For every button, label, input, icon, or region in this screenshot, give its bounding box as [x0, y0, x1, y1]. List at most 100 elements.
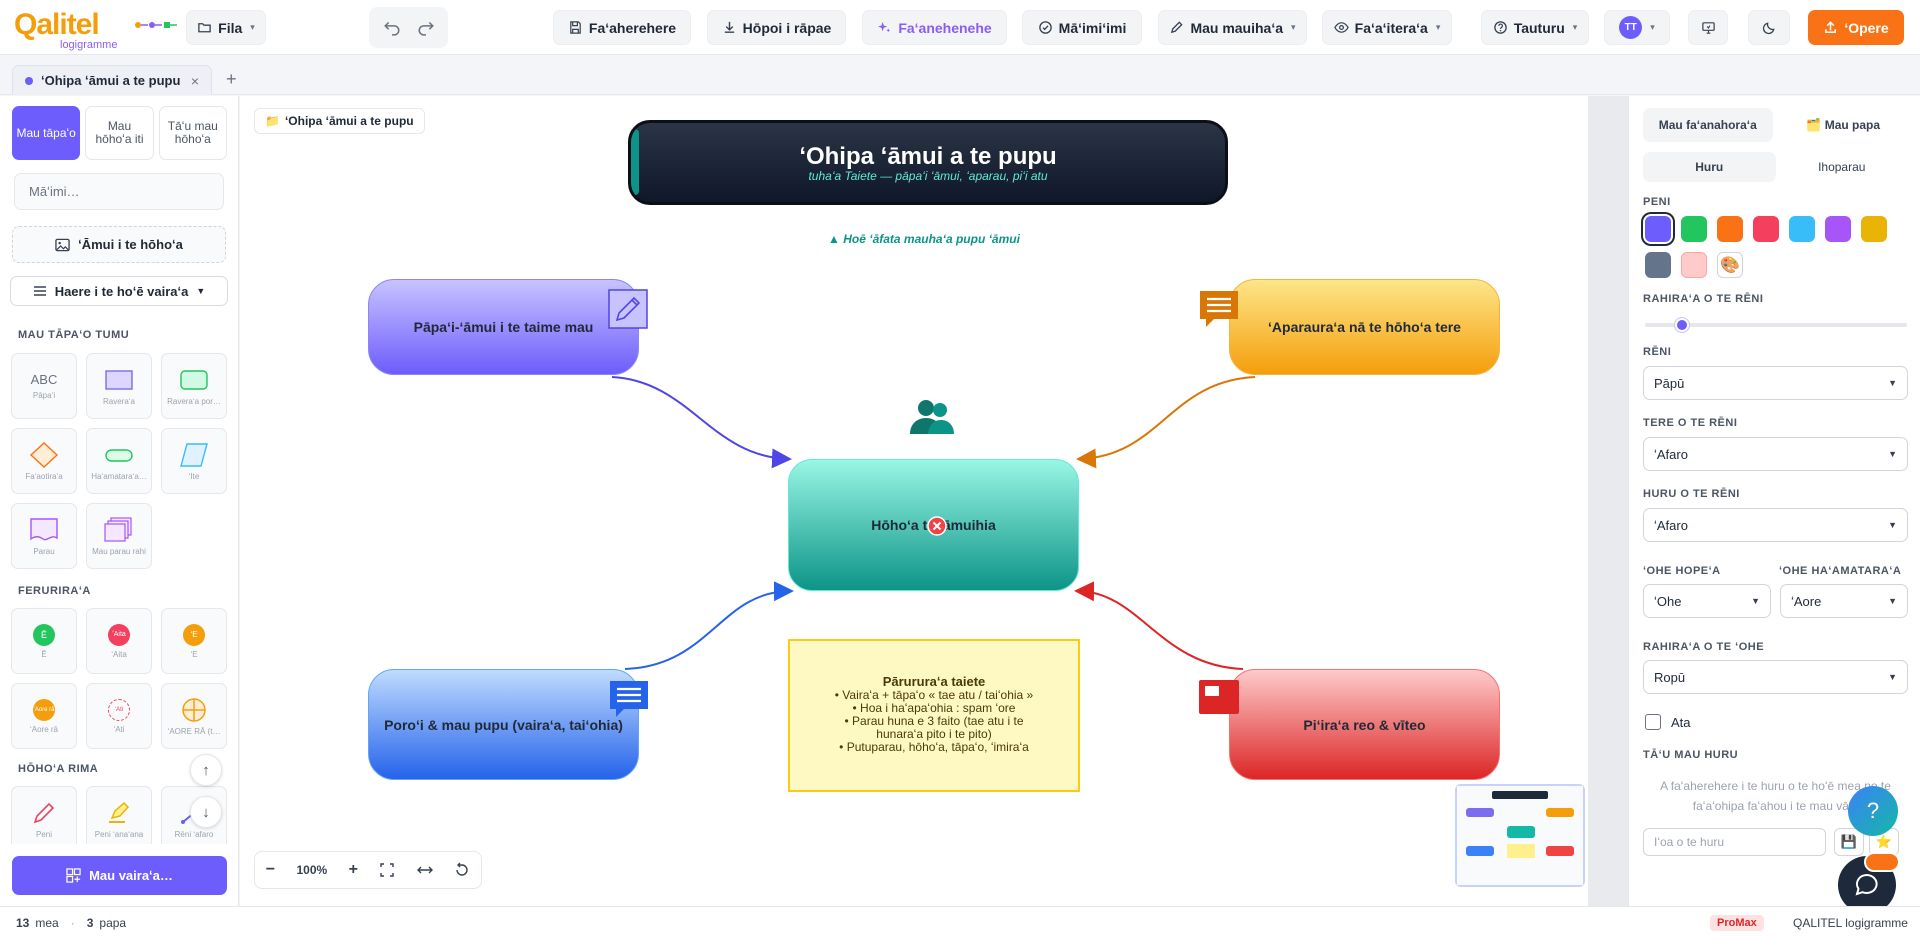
end-arrow-select[interactable]: ʻOhe▼: [1643, 584, 1771, 618]
tab-symbols[interactable]: Mau tāpaʻo: [12, 106, 81, 160]
ai-generate-button[interactable]: Faʻanehenehe: [862, 10, 1007, 45]
import-image-button[interactable]: ʻĀmui i te hōhoʻa: [12, 226, 226, 263]
delete-node-icon[interactable]: [927, 516, 947, 536]
tab-my-images[interactable]: Tāʻu mau hōhoʻa: [158, 106, 227, 160]
goto-section-label: Haere i te hoʻē vairaʻa: [54, 283, 189, 299]
line-width-slider[interactable]: [1645, 318, 1907, 332]
tab-layers[interactable]: 🗂️ Mau papa: [1779, 108, 1909, 142]
save-style-button[interactable]: 💾: [1834, 828, 1864, 856]
subtab-text[interactable]: Ihoparau: [1818, 160, 1866, 174]
redo-button[interactable]: [417, 18, 435, 41]
breadcrumb[interactable]: 📁 ʻOhipa ʻāmui a te pupu: [254, 108, 425, 134]
share-button[interactable]: ʻOpere: [1808, 10, 1904, 45]
color-swatch-green[interactable]: [1681, 216, 1707, 242]
marker-or-exclusive[interactable]: ʻAORE RĀ (t…: [161, 683, 227, 749]
users-group-icon: [910, 400, 954, 434]
goto-section-select[interactable]: Haere i te hoʻē vairaʻa ▼: [10, 276, 228, 306]
add-tab-button[interactable]: +: [226, 69, 237, 89]
close-tab-icon[interactable]: ×: [190, 72, 199, 89]
line-type-select[interactable]: ʻAfaro▼: [1643, 437, 1908, 471]
file-menu-button[interactable]: Fila▾: [186, 10, 266, 45]
tool-pen[interactable]: Peni: [11, 786, 77, 844]
tab-settings[interactable]: Mau faʻanahoraʻa: [1643, 108, 1773, 142]
line-shape-select[interactable]: ʻAfaro▼: [1643, 508, 1908, 542]
slider-knob[interactable]: [1674, 318, 1689, 332]
fit-screen-icon[interactable]: [379, 862, 395, 878]
shape-document[interactable]: Parau: [11, 503, 77, 569]
color-swatch-pink[interactable]: [1681, 252, 1707, 278]
color-swatch-slate[interactable]: [1645, 252, 1671, 278]
dashed-checkbox[interactable]: [1645, 714, 1661, 730]
color-swatch-violet[interactable]: [1825, 216, 1851, 242]
connector-bottom-right[interactable]: [1074, 581, 1244, 670]
breadcrumb-label: ʻOhipa ʻāmui a te pupu: [284, 114, 414, 128]
view-menu-button[interactable]: Faʻaʻiteraʻa▾: [1322, 10, 1452, 45]
node-messages-groups[interactable]: Poroʻi & mau pupu (vairaʻa, taiʻohia): [368, 669, 639, 780]
style-name-input[interactable]: Iʻoa o te huru: [1643, 828, 1826, 856]
marker-and[interactable]: ʻE ʻE: [161, 608, 227, 674]
section-freehand: HŌHOʻA RIMA: [18, 763, 99, 775]
tool-highlighter[interactable]: Peni ʻanaʻana: [86, 786, 152, 844]
connector-top-left[interactable]: [611, 376, 792, 469]
export-button[interactable]: Hōpoi i rāpae: [707, 10, 846, 45]
start-arrow-select[interactable]: ʻAore▼: [1780, 584, 1908, 618]
shape-multi-document[interactable]: Mau parau rahi: [86, 503, 152, 569]
symbol-search-input[interactable]: Māʻimi…: [14, 173, 224, 210]
fit-width-icon[interactable]: [416, 862, 433, 878]
save-button[interactable]: Faʻaherehere: [553, 10, 691, 45]
shape-process-rounded[interactable]: Raveraʻa por…: [161, 353, 227, 419]
security-sticky-note[interactable]: Pārururaʻa taiete • Vairaʻa + tāpaʻo « t…: [788, 639, 1080, 792]
color-swatch-orange[interactable]: [1717, 216, 1743, 242]
present-button[interactable]: [1688, 10, 1728, 45]
zoom-in-button[interactable]: +: [348, 861, 358, 878]
help-menu-button[interactable]: Tauturu▾: [1481, 10, 1589, 45]
shape-data[interactable]: ʻIte: [161, 428, 227, 494]
freehand-tools-grid: Peni Peni ʻanaʻana Rēni ʻafaro: [11, 786, 227, 844]
custom-color-palette-icon[interactable]: 🎨: [1717, 252, 1743, 278]
minimap[interactable]: [1455, 784, 1585, 887]
shape-process[interactable]: Raveraʻa: [86, 353, 152, 419]
node-voice-video-calls[interactable]: Piʻiraʻa reo & vīteo: [1229, 669, 1500, 780]
marker-stop[interactable]: ʻAti ʻAti: [86, 683, 152, 749]
marker-yes[interactable]: Ē Ē: [11, 608, 77, 674]
templates-button[interactable]: Mau vairaʻa…: [12, 856, 227, 895]
rectangle-icon: [105, 369, 133, 390]
connector-bottom-left[interactable]: [624, 581, 794, 670]
dashed-checkbox-row[interactable]: Ata: [1645, 714, 1691, 730]
marker-no[interactable]: ʻAita ʻAita: [86, 608, 152, 674]
tab-icons[interactable]: Mau hōhoʻa iti: [85, 106, 154, 160]
diagram-canvas[interactable]: 📁 ʻOhipa ʻāmui a te pupu ʻOhipa ʻāmui a …: [240, 96, 1589, 906]
document-shape-icon: [30, 517, 58, 540]
connector-top-right[interactable]: [1076, 376, 1256, 469]
scroll-up-button[interactable]: ↑: [190, 754, 222, 786]
select-value: ʻAfaro: [1654, 517, 1688, 533]
my-styles-label: TĀʻU MAU HURU: [1643, 749, 1739, 761]
app-logo[interactable]: Qalitel logigramme: [14, 8, 177, 51]
shape-terminator[interactable]: Haʻamataraʻa…: [86, 428, 152, 494]
shape-text[interactable]: ABC Pāpaʻi: [11, 353, 77, 419]
title-banner-node[interactable]: ʻOhipa ʻāmui a te pupu tuhaʻa Taiete — p…: [628, 120, 1228, 205]
color-swatch-purple[interactable]: [1645, 216, 1671, 242]
marker-or[interactable]: ʻAore rā ʻAore rā: [11, 683, 77, 749]
color-swatch-sky[interactable]: [1789, 216, 1815, 242]
dark-mode-toggle[interactable]: [1748, 10, 1790, 45]
arrow-size-select[interactable]: Ropū▼: [1643, 660, 1908, 694]
undo-button[interactable]: [383, 18, 401, 41]
scroll-down-button[interactable]: ↓: [190, 796, 222, 828]
user-menu-button[interactable]: TT▾: [1604, 10, 1670, 45]
document-tab-active[interactable]: ʻOhipa ʻāmui a te pupu ×: [12, 65, 212, 95]
reset-view-icon[interactable]: [454, 862, 470, 878]
plan-badge[interactable]: ProMax: [1710, 915, 1764, 931]
zoom-out-button[interactable]: −: [265, 861, 276, 878]
color-swatch-rose[interactable]: [1753, 216, 1779, 242]
subtab-style[interactable]: Huru: [1643, 152, 1776, 182]
node-realtime-coediting[interactable]: Pāpaʻi-ʻāmui i te taime mau: [368, 279, 639, 375]
edit-tools-menu-button[interactable]: Mau mauihaʻa▾: [1158, 10, 1307, 45]
node-visual-discussion[interactable]: ʻAparauraʻa nā te hōhoʻa tere: [1229, 279, 1500, 375]
line-style-select[interactable]: Pāpū▼: [1643, 366, 1908, 400]
validate-button[interactable]: Māʻimiʻimi: [1022, 10, 1142, 45]
help-fab-button[interactable]: ?: [1848, 786, 1898, 836]
top-toolbar: Qalitel logigramme Fila▾ Faʻaherehere Hō…: [0, 0, 1920, 55]
shape-decision[interactable]: Faʻaotiraʻa: [11, 428, 77, 494]
color-swatch-yellow[interactable]: [1861, 216, 1887, 242]
